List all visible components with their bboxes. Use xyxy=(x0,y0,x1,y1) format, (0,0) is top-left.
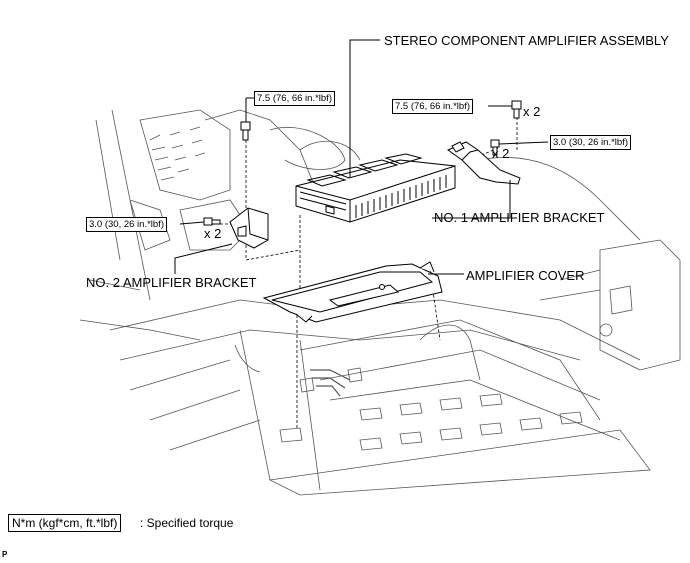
corner-mark: P xyxy=(2,550,8,559)
torque-spec-right-mid: 3.0 (30, 26 in.*lbf) xyxy=(550,135,631,150)
quantity-right-mid: x 2 xyxy=(492,146,510,161)
amplifier-cover-label: AMPLIFIER COVER xyxy=(466,268,585,283)
torque-spec-left-top: 7.5 (76, 66 in.*lbf) xyxy=(254,91,335,106)
bolt-icon-right-mid xyxy=(490,139,500,156)
torque-spec-right-top: 7.5 (76, 66 in.*lbf) xyxy=(392,99,473,114)
amplifier-cover xyxy=(262,261,443,323)
no2-bracket-label: NO. 2 AMPLIFIER BRACKET xyxy=(86,275,257,290)
bolt-icon-left-top xyxy=(240,121,251,141)
no2-amplifier-bracket xyxy=(229,207,269,249)
vehicle-interior-outline xyxy=(79,109,681,496)
bolt-icon-left-mid xyxy=(203,217,221,226)
no1-bracket-label: NO. 1 AMPLIFIER BRACKET xyxy=(434,210,605,225)
leader-lines xyxy=(174,39,549,275)
no1-amplifier-bracket xyxy=(446,141,521,185)
legend-description: : Specified torque xyxy=(140,516,234,530)
stereo-amplifier-assembly xyxy=(295,153,456,223)
torque-spec-left-mid: 3.0 (30, 26 in.*lbf) xyxy=(86,217,167,232)
legend-torque-units: N*m (kgf*cm, ft.*lbf) xyxy=(8,514,122,532)
quantity-left-mid: x 2 xyxy=(204,226,222,241)
bolt-icon-right-top xyxy=(511,100,522,119)
quantity-right-top: x 2 xyxy=(523,104,541,119)
stereo-amplifier-label: STEREO COMPONENT AMPLIFIER ASSEMBLY xyxy=(384,33,669,48)
